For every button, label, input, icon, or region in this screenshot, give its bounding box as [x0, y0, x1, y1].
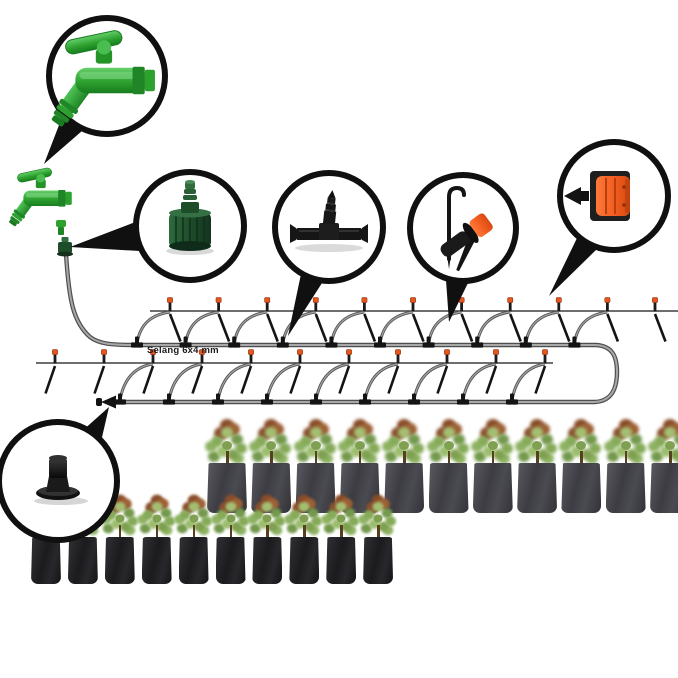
- poly-bag: [384, 463, 425, 513]
- plant: [471, 417, 515, 513]
- plant-foliage: [399, 441, 410, 450]
- poly-bag: [339, 463, 380, 513]
- poly-bag: [363, 537, 394, 584]
- plant-foliage: [115, 514, 125, 523]
- plant-stem: [447, 451, 450, 467]
- plant-foliage: [299, 514, 309, 523]
- plant: [338, 417, 382, 513]
- plant: [294, 417, 338, 513]
- plant: [214, 490, 248, 584]
- plant-foliage: [373, 514, 383, 523]
- poly-bag: [517, 463, 558, 513]
- plant-stem: [229, 525, 232, 541]
- plant-foliage: [152, 514, 162, 523]
- plant-stem: [118, 525, 122, 541]
- plant: [205, 417, 249, 513]
- poly-bag: [561, 463, 602, 513]
- plant-foliage: [665, 441, 675, 450]
- plant-stem: [624, 451, 628, 467]
- plant-foliage: [354, 441, 365, 450]
- plant-stem: [403, 451, 406, 467]
- plant-stem: [226, 451, 229, 467]
- poly-bag: [31, 537, 61, 584]
- plant-foliage: [78, 514, 88, 523]
- plant-stem: [669, 451, 672, 467]
- poly-bag: [428, 463, 469, 513]
- plant: [515, 417, 559, 513]
- plant: [140, 490, 174, 584]
- plant-stem: [536, 451, 539, 467]
- plant-stem: [266, 525, 269, 541]
- poly-bag: [650, 463, 678, 513]
- plant-foliage: [226, 514, 235, 523]
- plant-stem: [192, 525, 196, 541]
- poly-bag: [252, 537, 283, 584]
- plant-foliage: [222, 441, 232, 450]
- poly-bag: [289, 537, 320, 584]
- plant: [287, 490, 321, 584]
- plant-foliage: [443, 441, 454, 450]
- poly-bag: [215, 537, 246, 584]
- plant-stem: [314, 451, 318, 467]
- poly-bag: [178, 537, 209, 584]
- plant: [382, 417, 426, 513]
- poly-bag: [207, 463, 247, 513]
- poly-bag: [295, 463, 336, 513]
- plant: [559, 417, 603, 513]
- plant: [361, 490, 395, 584]
- plant-foliage: [310, 441, 321, 450]
- plant: [66, 490, 100, 584]
- poly-bag: [605, 463, 646, 513]
- plant-foliage: [620, 441, 631, 450]
- plant: [324, 490, 358, 584]
- plant: [250, 490, 284, 584]
- plant: [648, 417, 678, 513]
- hose-size-label: Selang 6x4 mm: [147, 345, 219, 356]
- poly-bag: [104, 537, 135, 584]
- plant-foliage: [41, 514, 51, 523]
- plant: [249, 417, 293, 513]
- poly-bag: [251, 463, 292, 513]
- plant-foliage: [532, 441, 543, 450]
- plant: [427, 417, 471, 513]
- plant-stem: [270, 451, 273, 467]
- plant-foliage: [262, 514, 272, 523]
- plant-stem: [155, 525, 159, 541]
- plant-foliage: [189, 514, 199, 523]
- plant-stem: [377, 525, 380, 541]
- plant: [177, 490, 211, 584]
- poly-bag: [67, 537, 98, 584]
- plant-stem: [491, 451, 495, 467]
- plant: [103, 490, 137, 584]
- plant-foliage: [487, 441, 498, 450]
- plant-foliage: [576, 441, 587, 450]
- plant: [604, 417, 648, 513]
- poly-bag: [472, 463, 513, 513]
- poly-bag: [326, 537, 357, 584]
- plant: [29, 490, 63, 584]
- plant-foliage: [336, 514, 346, 523]
- plant-stem: [303, 525, 306, 541]
- plant-stem: [580, 451, 583, 467]
- plant-foliage: [266, 441, 277, 450]
- plant-stem: [340, 525, 343, 541]
- poly-bag: [141, 537, 172, 584]
- plant-stem: [358, 451, 362, 467]
